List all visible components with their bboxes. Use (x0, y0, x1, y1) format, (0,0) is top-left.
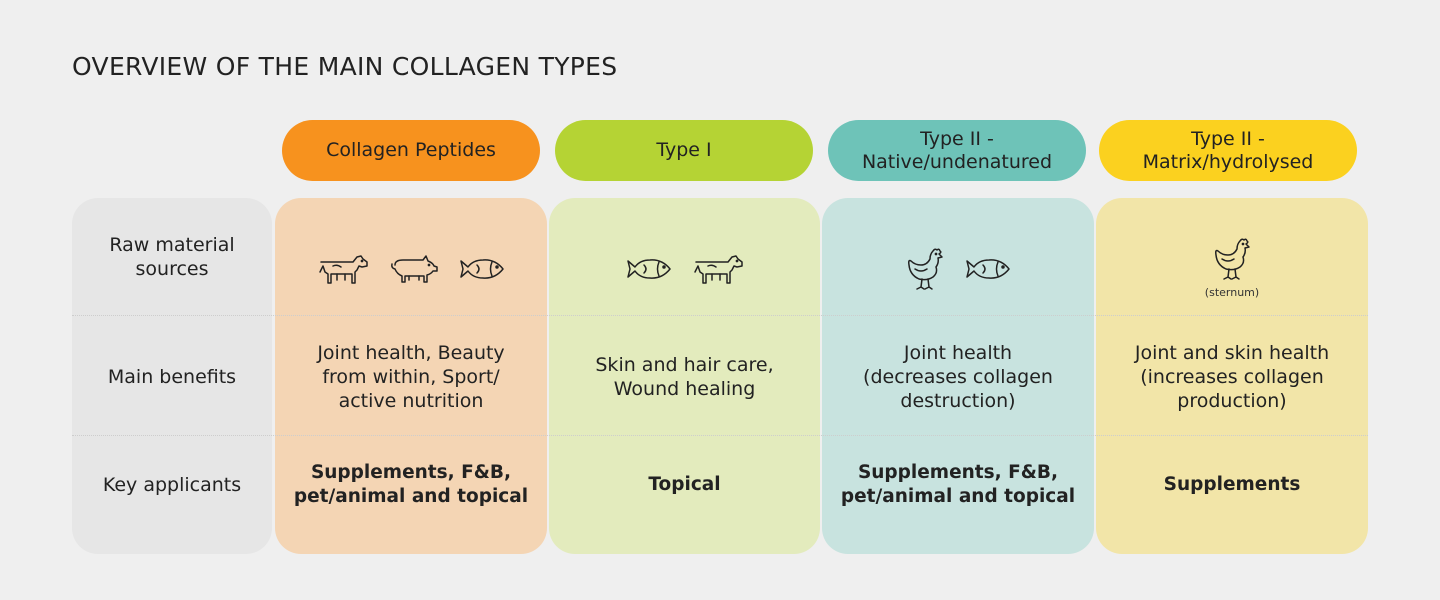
header-text: Type II -Matrix/hydrolysed (1142, 127, 1314, 173)
row-divider (72, 315, 1368, 316)
fish-icon (459, 257, 505, 281)
row-label-benefits: Main benefits (107, 365, 237, 388)
row-label-applicants: Key applicants (102, 474, 242, 496)
pig-icon (389, 253, 439, 285)
benefits-type-ii-matrix: Joint and skin health(increases collagen… (1134, 341, 1330, 412)
header-text: Type I (656, 139, 712, 161)
sources-type-i (549, 244, 820, 294)
benefits-type-i: Skin and hair care,Wound healing (595, 353, 774, 400)
applicants-type-ii-native: Supplements, F&B,pet/animal and topical (840, 462, 1076, 507)
applicants-collagen-peptides: Supplements, F&B,pet/animal and topical (293, 462, 529, 507)
page-title: OVERVIEW OF THE MAIN COLLAGEN TYPES (72, 52, 618, 81)
card-type-ii-native (822, 198, 1094, 554)
header-text: Type II -Native/undenatured (861, 127, 1053, 173)
header-collagen-peptides: Collagen Peptides (282, 120, 540, 181)
sources-type-ii-native (822, 244, 1094, 294)
card-type-ii-matrix (1096, 198, 1368, 554)
fish-icon (626, 257, 672, 281)
cow-icon (692, 252, 744, 286)
chicken-icon (1212, 237, 1252, 281)
header-type-ii-matrix: Type II -Matrix/hydrolysed (1099, 120, 1357, 181)
row-divider (72, 435, 1368, 436)
source-note: (sternum) (1204, 286, 1260, 299)
cow-icon (317, 252, 369, 286)
applicants-type-ii-matrix: Supplements (1163, 474, 1301, 495)
fish-icon (965, 257, 1011, 281)
header-type-ii-native: Type II -Native/undenatured (828, 120, 1086, 181)
header-text: Collagen Peptides (326, 139, 496, 161)
chicken-icon (905, 247, 945, 291)
applicants-type-i: Topical (648, 474, 721, 495)
row-label-card (72, 198, 272, 554)
card-type-i (549, 198, 820, 554)
header-type-i: Type I (555, 120, 813, 181)
sources-collagen-peptides (275, 244, 547, 294)
card-collagen-peptides (275, 198, 547, 554)
sources-type-ii-matrix (1096, 234, 1368, 284)
